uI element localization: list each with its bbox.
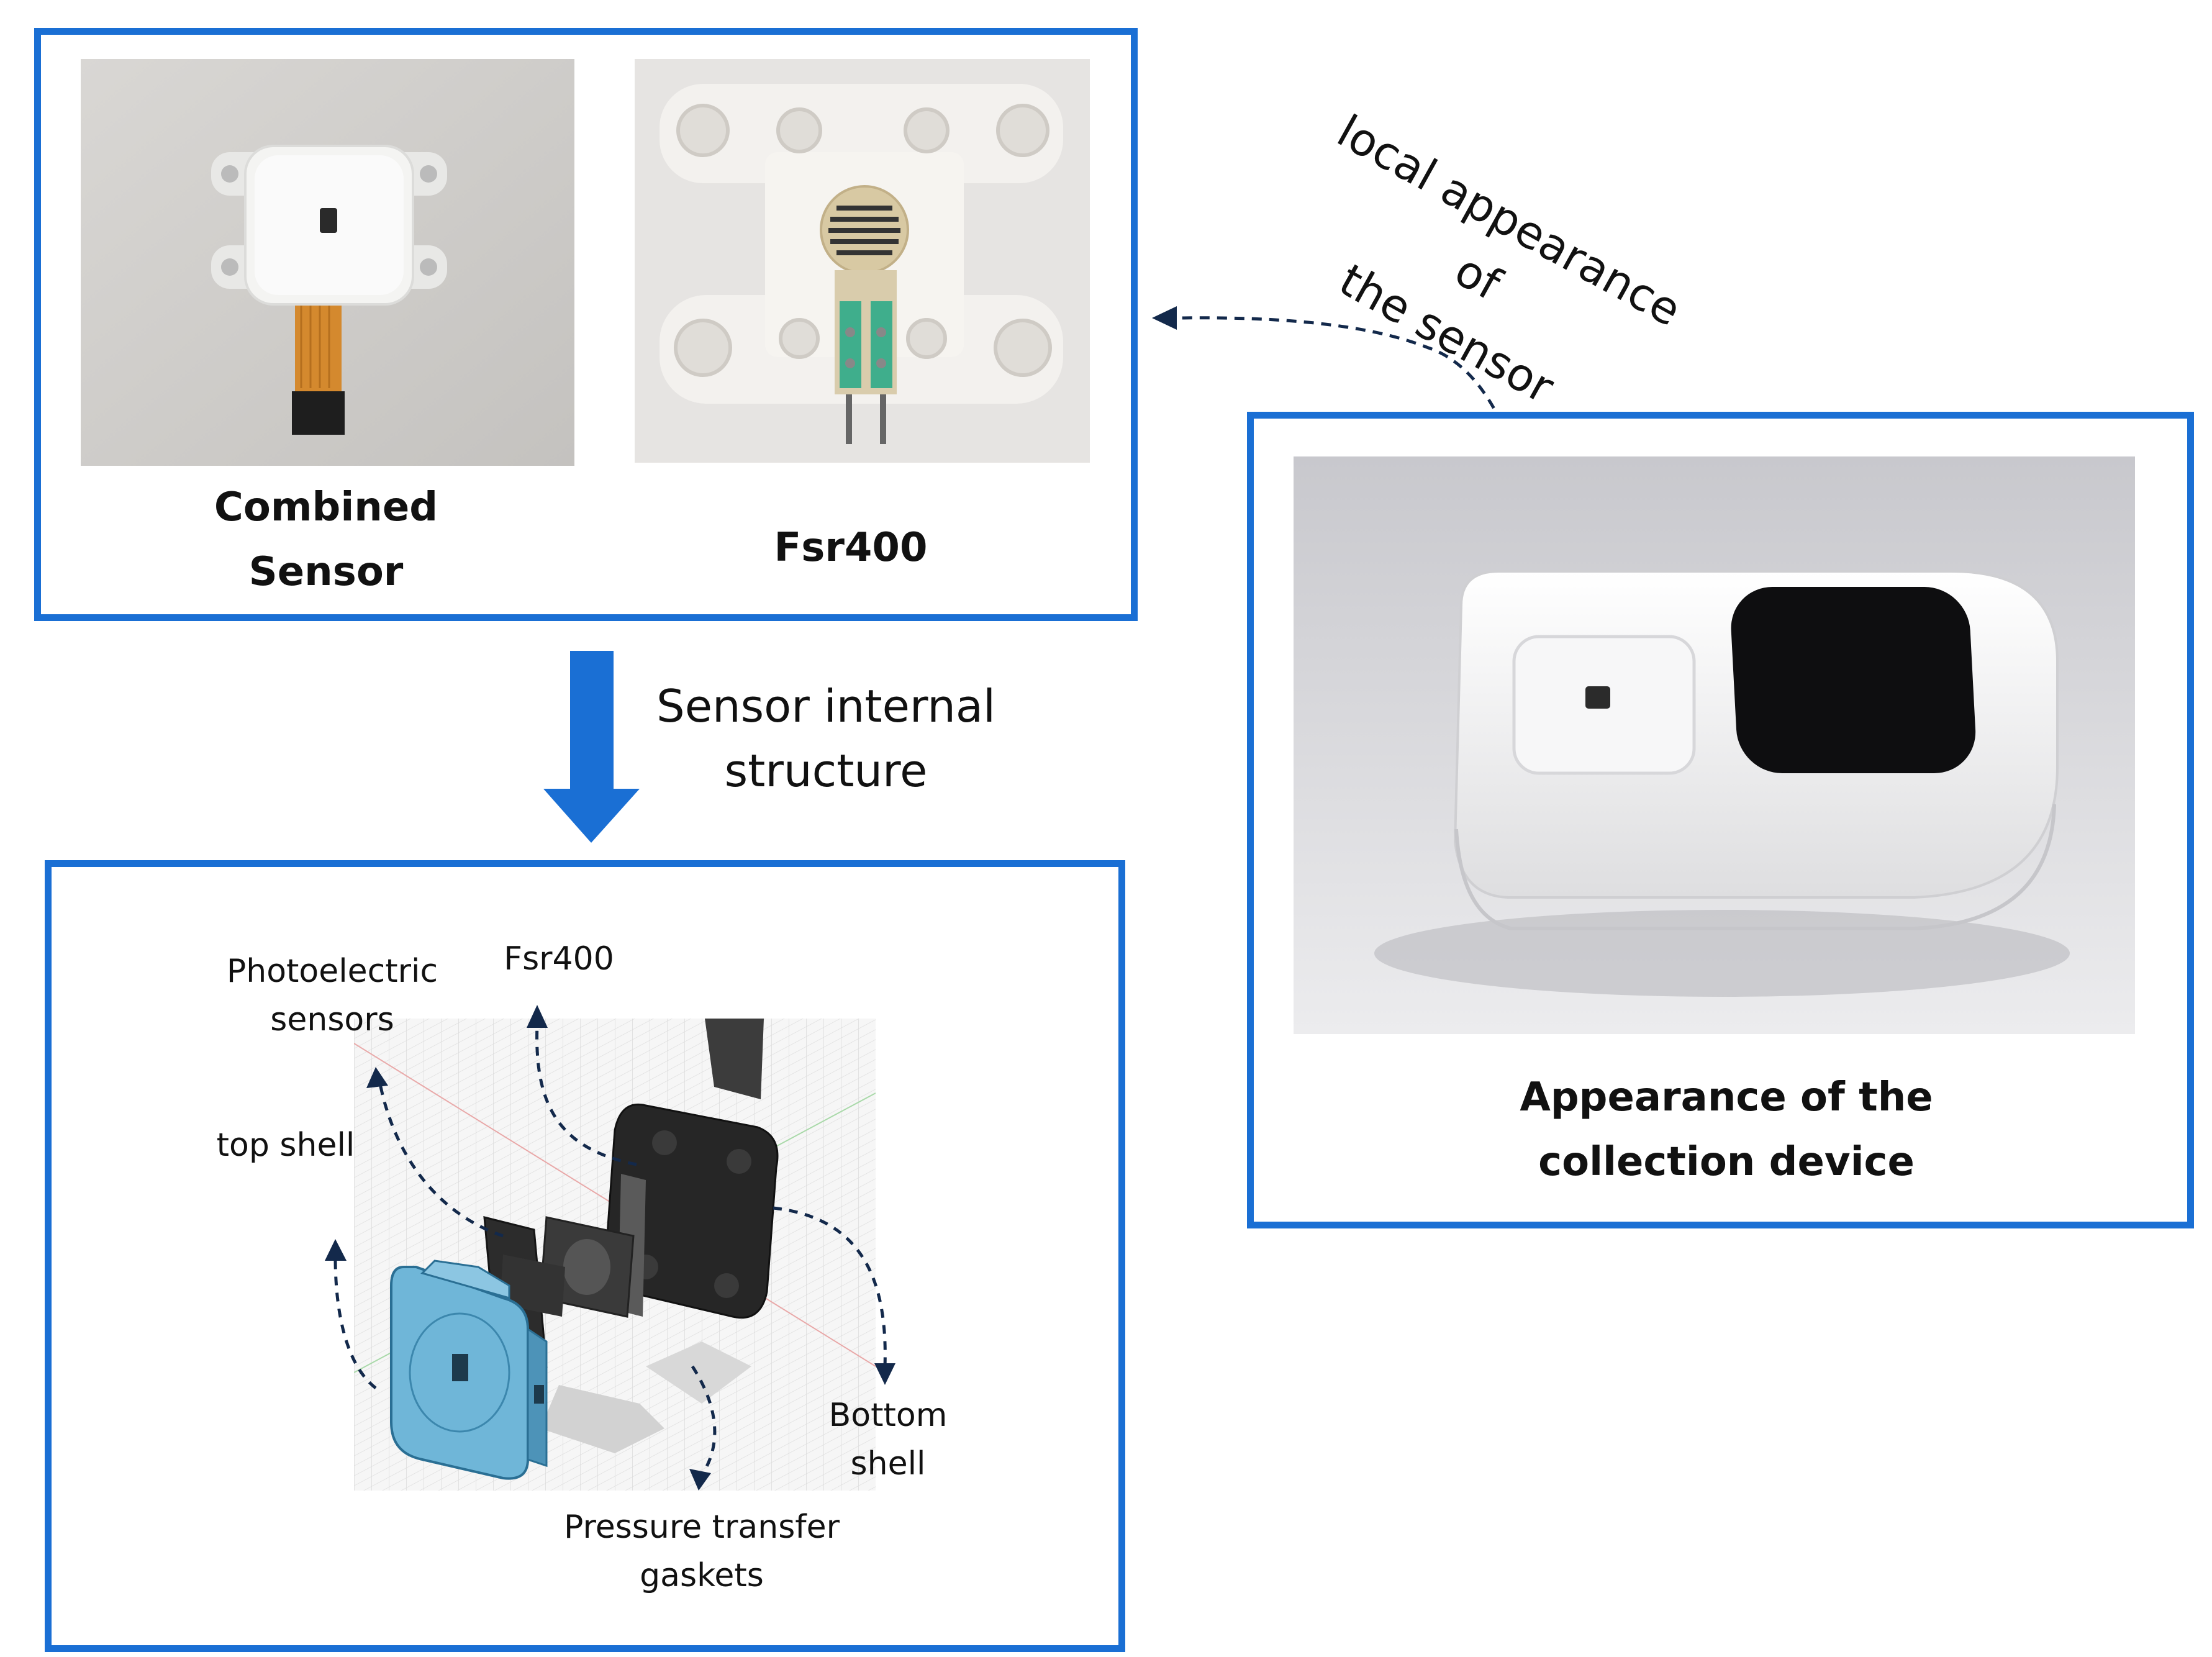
top-shell-label: top shell xyxy=(216,1127,355,1164)
down-arrow xyxy=(543,651,640,843)
photoelectric-label-line2: sensors xyxy=(270,1001,394,1038)
combined-sensor-caption: Combined Sensor xyxy=(140,475,512,604)
bottom-shell-line2: shell xyxy=(850,1445,926,1482)
combined-sensor-caption-line1: Combined xyxy=(214,484,438,530)
bottom-shell-line1: Bottom xyxy=(828,1397,948,1434)
pressure-gaskets-label: Pressure transfer gaskets xyxy=(546,1503,857,1600)
device-caption-line1: Appearance of the xyxy=(1520,1074,1933,1120)
bottom-shell-label: Bottom shell xyxy=(807,1391,969,1488)
internal-structure-note: Sensor internal structure xyxy=(640,674,1012,803)
fsr400-photo xyxy=(635,59,1090,463)
device-photo xyxy=(1294,456,2135,1034)
gaskets-line1: Pressure transfer xyxy=(564,1509,840,1546)
internal-structure-line1: Sensor internal xyxy=(656,680,995,732)
internal-structure-line2: structure xyxy=(724,745,928,797)
gaskets-line2: gaskets xyxy=(640,1557,764,1594)
local-appearance-note: local appearance of the sensor xyxy=(1241,87,1715,467)
device-caption-line2: collection device xyxy=(1538,1139,1915,1185)
fsr400-structure-label: Fsr400 xyxy=(504,940,614,978)
combined-sensor-caption-line2: Sensor xyxy=(248,549,404,595)
combined-sensor-photo xyxy=(81,59,574,466)
fsr400-caption: Fsr400 xyxy=(774,525,928,571)
photoelectric-sensors-label: Photoelectric sensors xyxy=(214,947,450,1044)
device-caption: Appearance of the collection device xyxy=(1354,1065,2099,1194)
exploded-view-render xyxy=(354,1019,876,1491)
photoelectric-label-line1: Photoelectric xyxy=(226,953,438,990)
